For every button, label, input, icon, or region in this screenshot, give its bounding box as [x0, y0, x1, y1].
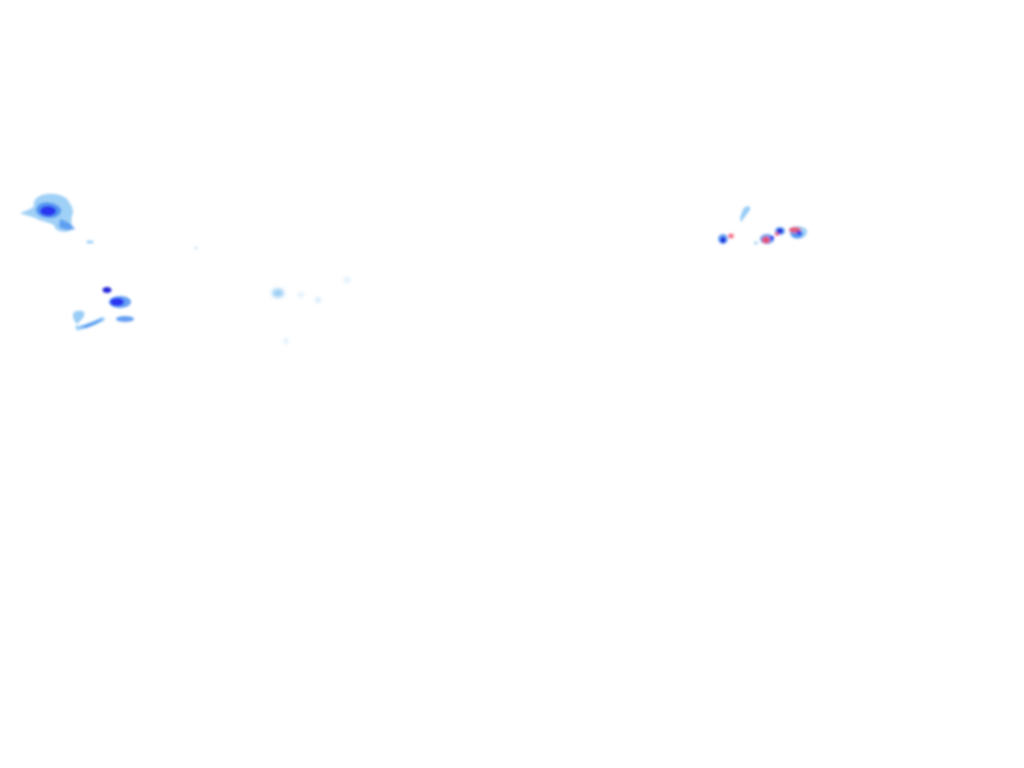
west-upper-fleck [86, 240, 94, 244]
west-lower-south-echo [116, 316, 134, 322]
central-scattered-echoes [272, 278, 350, 344]
central-echo-2 [299, 293, 303, 297]
east-west-cell-core [720, 237, 726, 243]
central-echo-4 [344, 278, 350, 282]
west-lower-heavy-core [110, 298, 124, 306]
west-upper-tail [59, 219, 75, 231]
east-east-cell-core [796, 231, 802, 235]
east-center-cell-intense [762, 236, 770, 244]
west-upper-cell [20, 193, 198, 249]
west-upper-heavy-core [40, 206, 56, 216]
west-lower-north-core [102, 287, 112, 293]
west-lower-band [73, 310, 105, 331]
central-echo-1 [272, 288, 284, 298]
central-echo-3 [316, 298, 320, 302]
west-lower-band-core [80, 318, 103, 328]
west-lower-cell [73, 287, 134, 331]
east-mid-cell-core [777, 228, 783, 234]
east-mid-cell-intense [774, 232, 780, 236]
west-upper-fleck-2 [194, 247, 198, 249]
east-fleck [754, 241, 758, 245]
east-light-streak [740, 206, 751, 222]
east-west-cell-intense [728, 233, 734, 239]
east-center-cell-core [770, 236, 774, 240]
east-storm-cell [718, 206, 808, 245]
central-echo-5 [285, 338, 287, 344]
